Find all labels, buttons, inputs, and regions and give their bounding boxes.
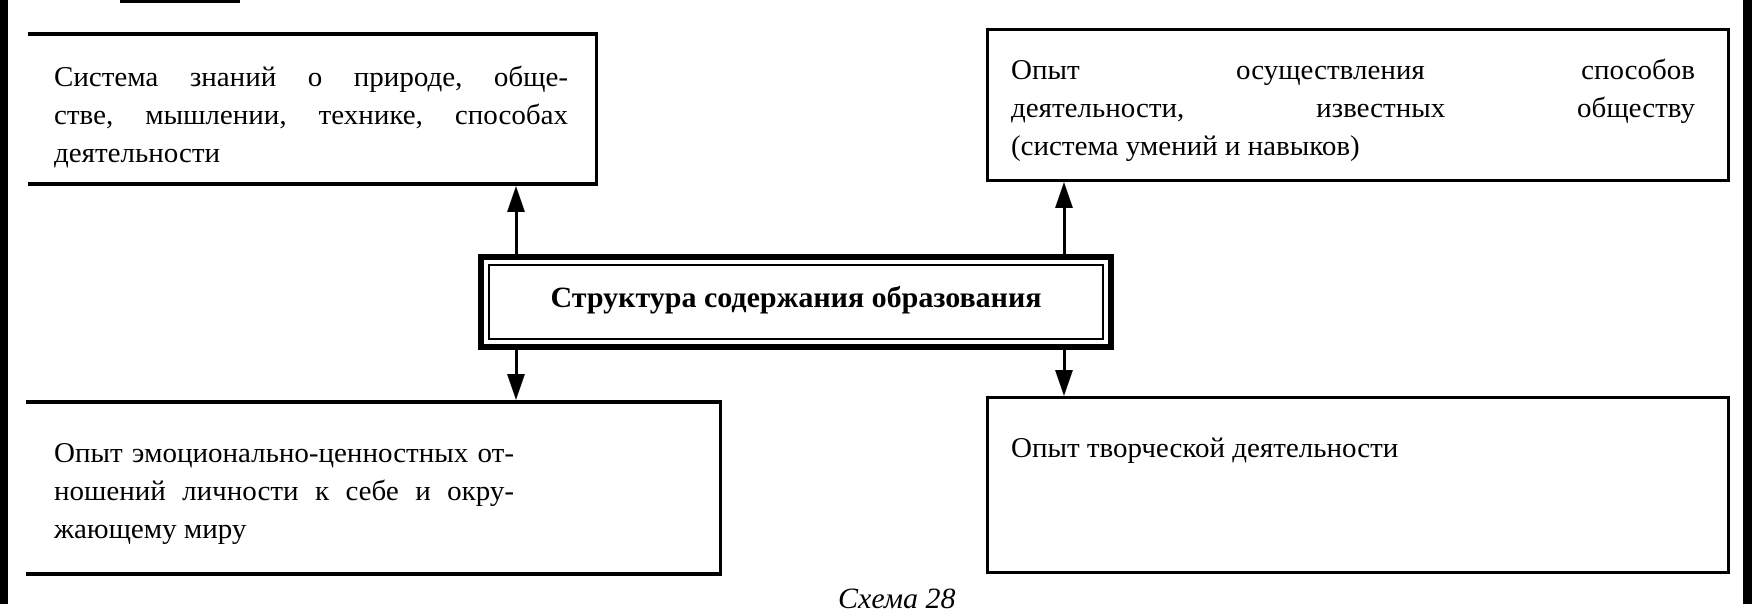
skills-box: Опыт осуществления способов деятельности… [986,28,1730,182]
figure-caption: Схема 28 [838,582,956,615]
central-concept-title: Структура содержания образования [550,281,1042,314]
text-line: Опыт творческой деятельности [1011,432,1399,464]
central-box-inner-border [488,264,1104,340]
arrowhead-down-icon [507,374,525,400]
text-line: (система умений и навыков) [1011,130,1360,162]
knowledge-box: Система знаний о природе, обще- стве, мы… [28,32,598,186]
arrow-shaft [1063,206,1066,254]
cropped-text-fragment [120,0,240,3]
text-line: жающему миру [54,513,247,545]
arrow-down-icon [1054,350,1074,396]
knowledge-text: Система знаний о природе, обще- стве, мы… [54,58,568,172]
text-line: стве, мышлении, технике, способах [54,99,568,131]
arrow-shaft [515,210,518,254]
text-line: деятельности, известных обществу [1011,92,1695,124]
text-line: Опыт эмоционально-ценностных от- [54,437,514,469]
emotional-text: Опыт эмоционально-ценностных от- ношений… [54,434,514,548]
text-line: ношений личности к себе и окру- [54,475,514,507]
arrow-up-icon [1054,182,1074,254]
text-line: деятельности [54,137,221,169]
arrowhead-down-icon [1055,370,1073,396]
skills-text: Опыт осуществления способов деятельности… [1011,51,1695,165]
text-line: Система знаний о природе, обще- [54,61,568,93]
arrow-up-icon [506,186,526,254]
central-concept-box: Структура содержания образования [478,254,1114,350]
arrowhead-up-icon [1055,182,1073,208]
arrow-shaft [1063,350,1066,372]
page-border-right [1743,0,1752,604]
arrow-down-icon [506,350,526,400]
creative-box: Опыт творческой деятельности [986,396,1730,574]
emotional-box: Опыт эмоционально-ценностных от- ношений… [26,400,722,576]
arrow-shaft [515,350,518,376]
text-line: Опыт осуществления способов [1011,54,1695,86]
page-border-left [0,0,8,604]
creative-text: Опыт творческой деятельности [1011,429,1691,467]
arrowhead-up-icon [507,186,525,212]
